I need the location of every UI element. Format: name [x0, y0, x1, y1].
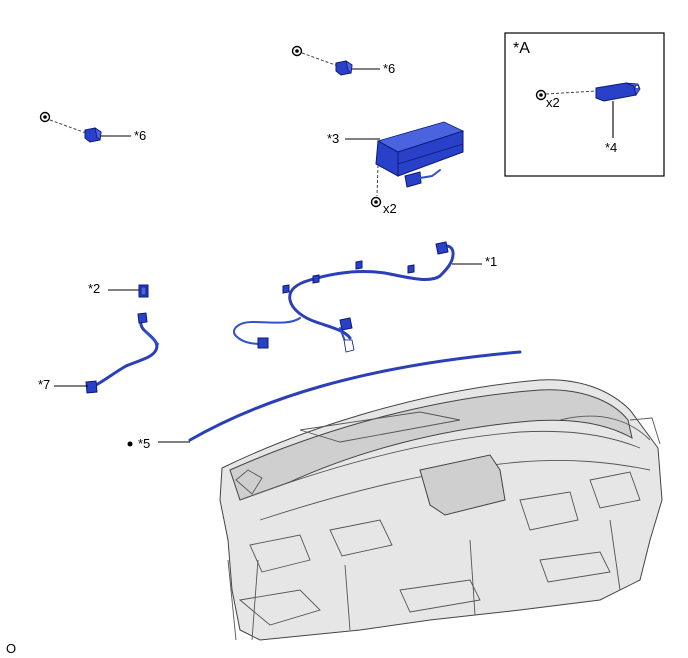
part-2-group: *2 — [88, 281, 149, 298]
label-p6-upper: *6 — [383, 61, 395, 76]
qty-label-3: x2 — [383, 201, 397, 216]
inset-label: *A — [513, 40, 530, 57]
bullet-icon — [127, 441, 133, 447]
label-p2: *2 — [88, 281, 100, 296]
part-1-wire-harness-group: *1 — [233, 241, 497, 353]
part-7-harness — [85, 312, 159, 394]
bolt-icon-6-upper — [291, 45, 303, 57]
instrument-panel — [219, 379, 663, 641]
part-5-group: *5 — [127, 350, 522, 451]
inset-qty-label: x2 — [546, 95, 560, 110]
label-p5: *5 — [138, 436, 150, 451]
part-7-group: *7 — [38, 312, 159, 394]
part-4-sensor — [595, 82, 641, 102]
part-6-upper-group: *6 — [291, 45, 395, 76]
part-6-left-sensor — [84, 127, 102, 143]
part-6-upper-sensor — [335, 60, 353, 76]
part-3-airbag-module-group: *3 x2 — [327, 121, 465, 216]
label-p6-left: *6 — [134, 128, 146, 143]
part-1-wire-harness — [233, 241, 455, 353]
part-6-left-group: *6 — [39, 111, 146, 143]
label-p4: *4 — [605, 140, 617, 155]
part-3-airbag-module — [375, 121, 465, 188]
part-2-connector — [138, 284, 149, 298]
label-p7: *7 — [38, 377, 50, 392]
bolt-icon-3 — [370, 196, 382, 208]
label-p1: *1 — [485, 254, 497, 269]
bolt-icon-6-left — [39, 111, 51, 123]
inset-box-a: *A x2 *4 — [504, 32, 665, 177]
label-p3: *3 — [327, 131, 339, 146]
corner-label: O — [6, 641, 16, 656]
part-5-airbag-strip — [188, 350, 522, 442]
inset-bolt-icon — [535, 89, 547, 101]
